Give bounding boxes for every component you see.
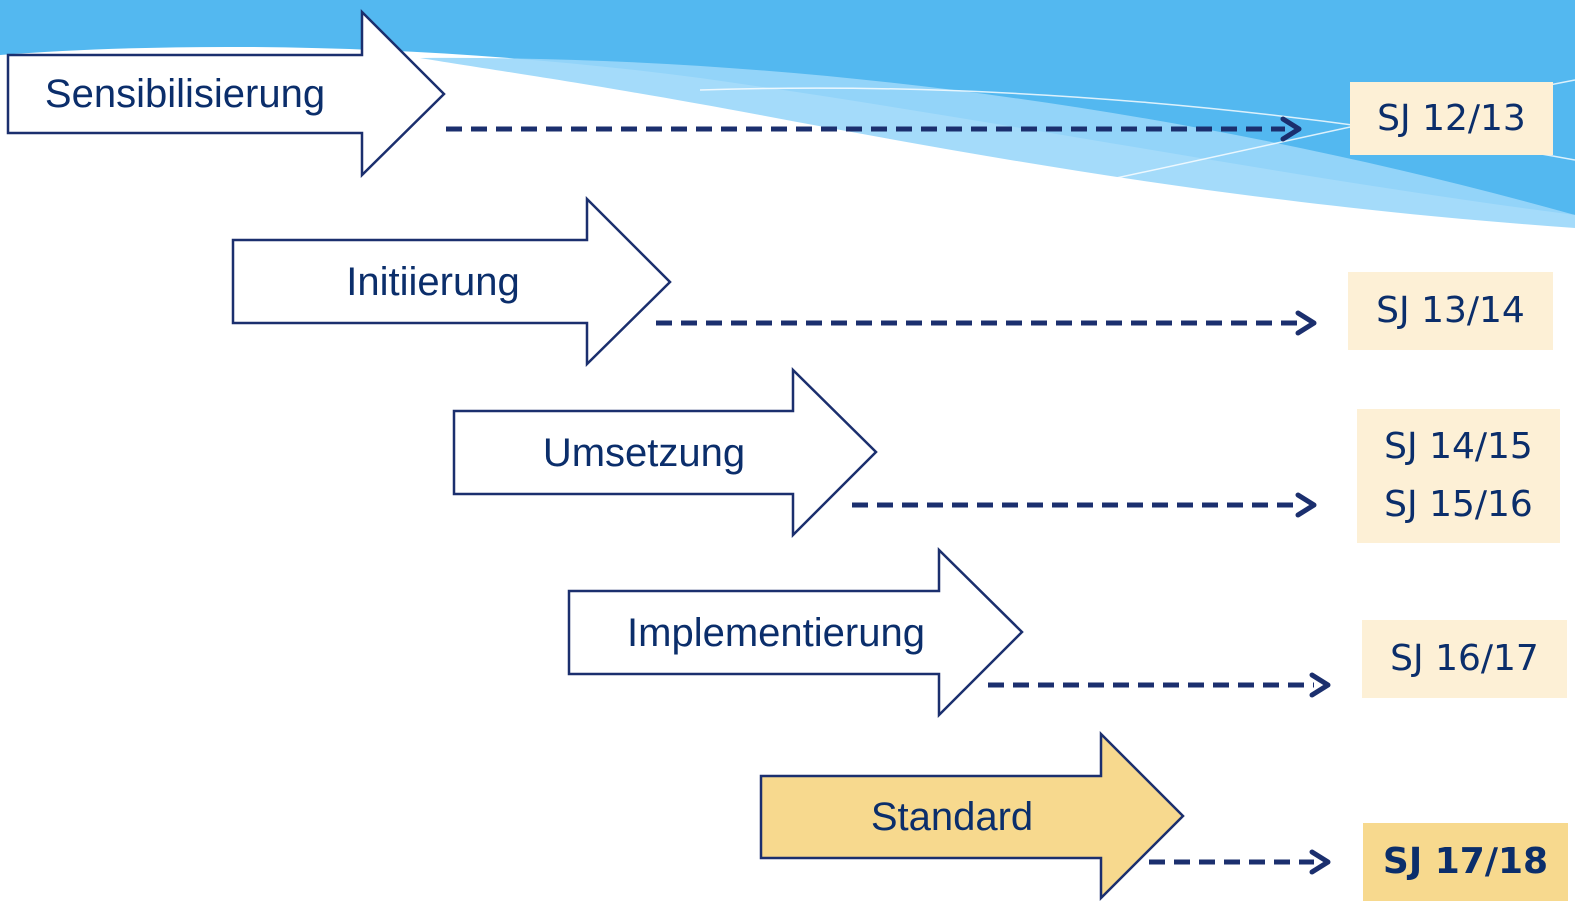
phase-label-implementierung: Implementierung: [627, 610, 925, 655]
period-box: [1362, 620, 1567, 698]
phase-umsetzung: [452, 367, 1560, 543]
period-label-standard: SJ 17/18: [1363, 823, 1568, 901]
connector-arrowhead: [1309, 672, 1331, 698]
phase-label-sensibilisierung: Sensibilisierung: [44, 72, 326, 116]
connector-arrowhead: [1295, 310, 1317, 336]
period-text: SJ 12/13: [1377, 97, 1526, 139]
period-text: SJ 13/14: [1376, 290, 1525, 331]
phase-label-umsetzung: Umsetzung: [542, 430, 746, 475]
phase-label-standard: Standard: [870, 795, 1034, 839]
phase-initiierung: [231, 195, 1553, 367]
connector-arrowhead: [1295, 492, 1317, 518]
period-box: [1350, 82, 1553, 155]
phase-arrow: [6, 8, 446, 178]
connector-arrowhead: [1280, 116, 1302, 142]
period-label-implementierung: SJ 16/17: [1362, 620, 1567, 698]
period-box: [1357, 409, 1560, 543]
phase-standard: [759, 730, 1568, 902]
header-wave-light: [420, 57, 1575, 228]
period-text: SJ 16/17: [1390, 638, 1539, 679]
period-label-sensibilisierung: SJ 12/13: [1350, 82, 1553, 155]
phase-arrow: [231, 195, 672, 367]
header-wave-dark: [0, 0, 1575, 215]
phase-implementierung: [567, 547, 1567, 719]
phase-label-initiierung: Initiierung: [346, 259, 520, 304]
phase-arrow: [567, 547, 1024, 719]
phase-arrow: [759, 730, 1185, 902]
phase-sensibilisierung: [6, 8, 1553, 178]
period-text: SJ 15/16: [1384, 484, 1533, 525]
period-text: SJ 17/18: [1382, 841, 1549, 882]
period-label-initiierung: SJ 13/14: [1348, 272, 1553, 350]
period-label-umsetzung: SJ 14/15 SJ 15/16: [1357, 409, 1560, 543]
period-text: SJ 14/15: [1384, 426, 1533, 467]
phase-arrow: [452, 367, 878, 539]
period-box: [1348, 272, 1553, 350]
connector-arrowhead: [1309, 849, 1331, 875]
period-box: [1363, 823, 1568, 901]
